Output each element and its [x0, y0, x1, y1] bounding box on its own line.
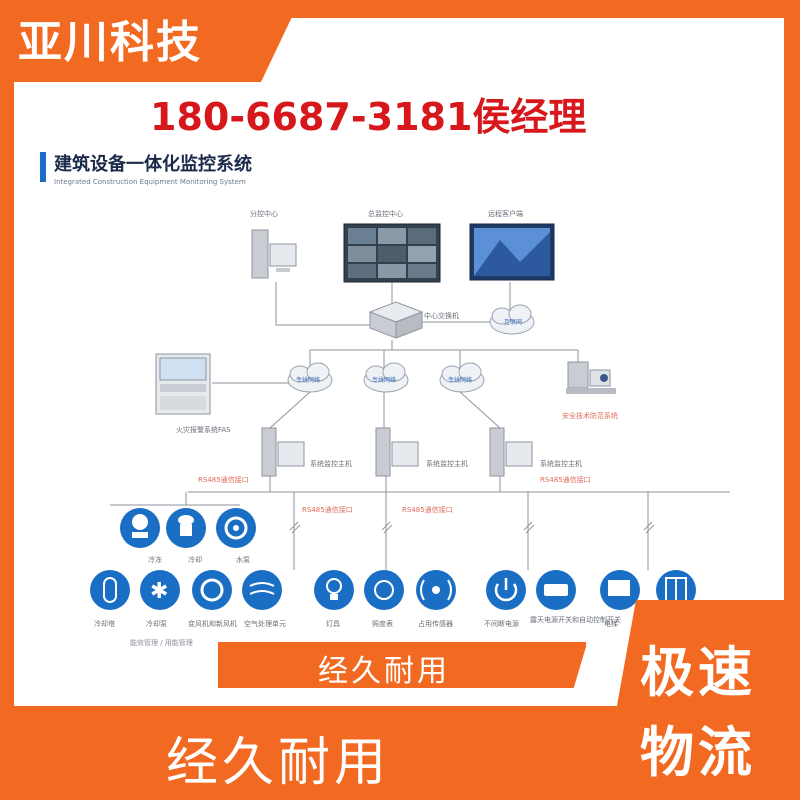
- host-label-1: 系统监控主机: [310, 459, 352, 468]
- cloud-label-2: 专线网络: [372, 376, 396, 384]
- diagram-footer-caption: 能效管理 / 用能管理: [130, 639, 193, 647]
- diagram-subtitle: Integrated Construction Equipment Monito…: [54, 178, 246, 186]
- brand-tag: [0, 0, 300, 82]
- device-label-2: 冷却: [188, 555, 202, 564]
- device-icon-row1: [120, 508, 256, 548]
- host-label-3: 系统监控主机: [540, 459, 582, 468]
- network-cloud-icon: [287, 362, 333, 393]
- feature-bar-label: 经久耐用: [318, 654, 450, 689]
- title-accent-bar: [40, 152, 46, 182]
- security-workstation-icon: [566, 361, 616, 394]
- internet-cloud-icon: [489, 304, 535, 335]
- rs485-label-2: RS485通信接口: [302, 505, 353, 514]
- node-label-branch: 分控中心: [250, 209, 278, 218]
- monitor-host-icon: [261, 427, 305, 477]
- device-label-7: 空气处理单元: [244, 619, 286, 628]
- device-label-9: 照度表: [372, 619, 393, 628]
- corner-badge: [600, 600, 800, 800]
- corner-badge-line2: 物流: [640, 721, 756, 784]
- device-label-12: 露天电源开关和自动控制开关: [530, 615, 621, 624]
- internet-cloud-label: 互联网: [504, 318, 522, 326]
- host-label-2: 系统监控主机: [426, 459, 468, 468]
- contact-phone: 180-6687-3181侯经理: [150, 95, 587, 139]
- device-label-4: 冷却塔: [94, 619, 115, 628]
- device-label-1: 冷冻: [148, 555, 162, 564]
- device-label-10: 占用传感器: [418, 619, 453, 628]
- device-label-5: 冷却泵: [146, 619, 167, 628]
- line-break-marks: [289, 521, 655, 534]
- cloud-label-3: 专线网络: [448, 376, 472, 384]
- svg-text:✱: ✱: [150, 579, 168, 604]
- diagram-title: 建筑设备一体化监控系统: [54, 154, 252, 175]
- brand-name: 亚川科技: [18, 17, 202, 68]
- network-cloud-icon: [363, 362, 409, 393]
- switch-label: 中心交换机: [424, 311, 459, 320]
- device-label-6: 变风机和新风机: [188, 619, 237, 628]
- connection-lines: [110, 282, 730, 570]
- device-label-3: 水泵: [236, 555, 250, 564]
- device-label-11: 不间断电源: [484, 619, 519, 628]
- device-label-13: 电梯: [604, 619, 618, 628]
- fire-alarm-cabinet-icon: [155, 353, 211, 415]
- bottom-strip-label: 经久耐用: [166, 733, 391, 793]
- rs485-label-1: RS485通信接口: [198, 475, 249, 484]
- device-label-8: 灯具: [326, 619, 340, 628]
- video-wall-icon: [343, 223, 441, 283]
- device-icon-row2: ✱: [90, 570, 696, 610]
- central-switch-icon: [368, 301, 424, 339]
- fas-label: 火灾报警系统FAS: [176, 425, 231, 434]
- network-cloud-icon: [439, 362, 485, 393]
- rs485-label-4: RS485通信接口: [540, 475, 591, 484]
- cloud-label-1: 专线网络: [296, 376, 320, 384]
- monitor-host-icon: [489, 427, 533, 477]
- remote-client-screen-icon: [469, 223, 555, 281]
- node-label-remote: 远程客户端: [488, 209, 523, 218]
- security-label: 安全技术防范系统: [562, 411, 618, 420]
- branch-control-computer-icon: [251, 229, 297, 279]
- node-label-main-center: 总监控中心: [368, 209, 403, 218]
- corner-badge-line1: 极速: [640, 641, 756, 704]
- monitor-host-icon: [375, 427, 419, 477]
- rs485-label-3: RS485通信接口: [402, 505, 453, 514]
